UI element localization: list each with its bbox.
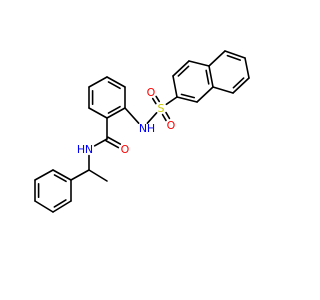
double-bond-outer — [172, 60, 190, 77]
double-bond-outer — [224, 50, 246, 59]
single-bond — [196, 86, 214, 103]
single-bond — [188, 60, 210, 67]
double-bond-inner — [53, 199, 67, 208]
double-bond-inner — [53, 174, 67, 183]
atom-symbol: N — [139, 122, 147, 135]
single-bond — [34, 169, 54, 181]
single-bond — [124, 107, 140, 124]
oxygen-atom-label: O — [167, 119, 176, 132]
hydrogen-symbol: H — [147, 122, 155, 135]
single-bond — [146, 112, 158, 124]
atom-symbol: O — [147, 86, 156, 99]
single-bond — [88, 107, 108, 119]
double-bond-inner — [232, 77, 245, 89]
atom-symbol: O — [121, 143, 130, 156]
double-bond-inner — [180, 93, 196, 99]
double-bond-outer — [52, 169, 72, 181]
double-bond-outer — [106, 107, 126, 119]
hydrogen-symbol: H — [77, 143, 85, 156]
double-bond-outer — [232, 77, 250, 94]
single-bond — [244, 57, 250, 79]
double-bond-outer — [176, 96, 198, 103]
nitrogen-atom-label: NH — [77, 143, 93, 156]
double-bond-inner — [107, 105, 121, 114]
single-bond — [93, 138, 108, 147]
bonds-layer — [34, 50, 250, 213]
double-bond-outer — [208, 65, 214, 88]
double-bond-inner — [205, 69, 210, 85]
double-bond-b — [151, 97, 157, 105]
double-bond-a — [105, 139, 120, 149]
double-bond-inner — [177, 65, 190, 77]
double-bond-a — [161, 113, 167, 122]
single-bond — [165, 96, 178, 106]
single-bond — [88, 169, 108, 182]
atom-symbol: S — [158, 102, 165, 115]
double-bond-inner — [226, 54, 242, 61]
sulfur-atom-label: S — [158, 102, 165, 115]
single-bond — [212, 86, 234, 94]
oxygen-atom-label: O — [121, 143, 130, 156]
single-bond — [34, 200, 54, 213]
single-bond — [88, 76, 108, 88]
double-bond-outer — [52, 200, 72, 213]
double-bond-outer — [106, 76, 126, 88]
single-bond — [70, 169, 90, 181]
oxygen-atom-label: O — [147, 86, 156, 99]
double-bond-inner — [107, 81, 121, 90]
atom-symbol: N — [85, 143, 93, 156]
atom-symbol: O — [167, 119, 176, 132]
single-bond — [208, 50, 226, 67]
double-bond-a — [155, 95, 161, 103]
double-bond-b — [165, 111, 171, 120]
double-bond-b — [107, 136, 122, 145]
single-bond — [172, 75, 178, 98]
